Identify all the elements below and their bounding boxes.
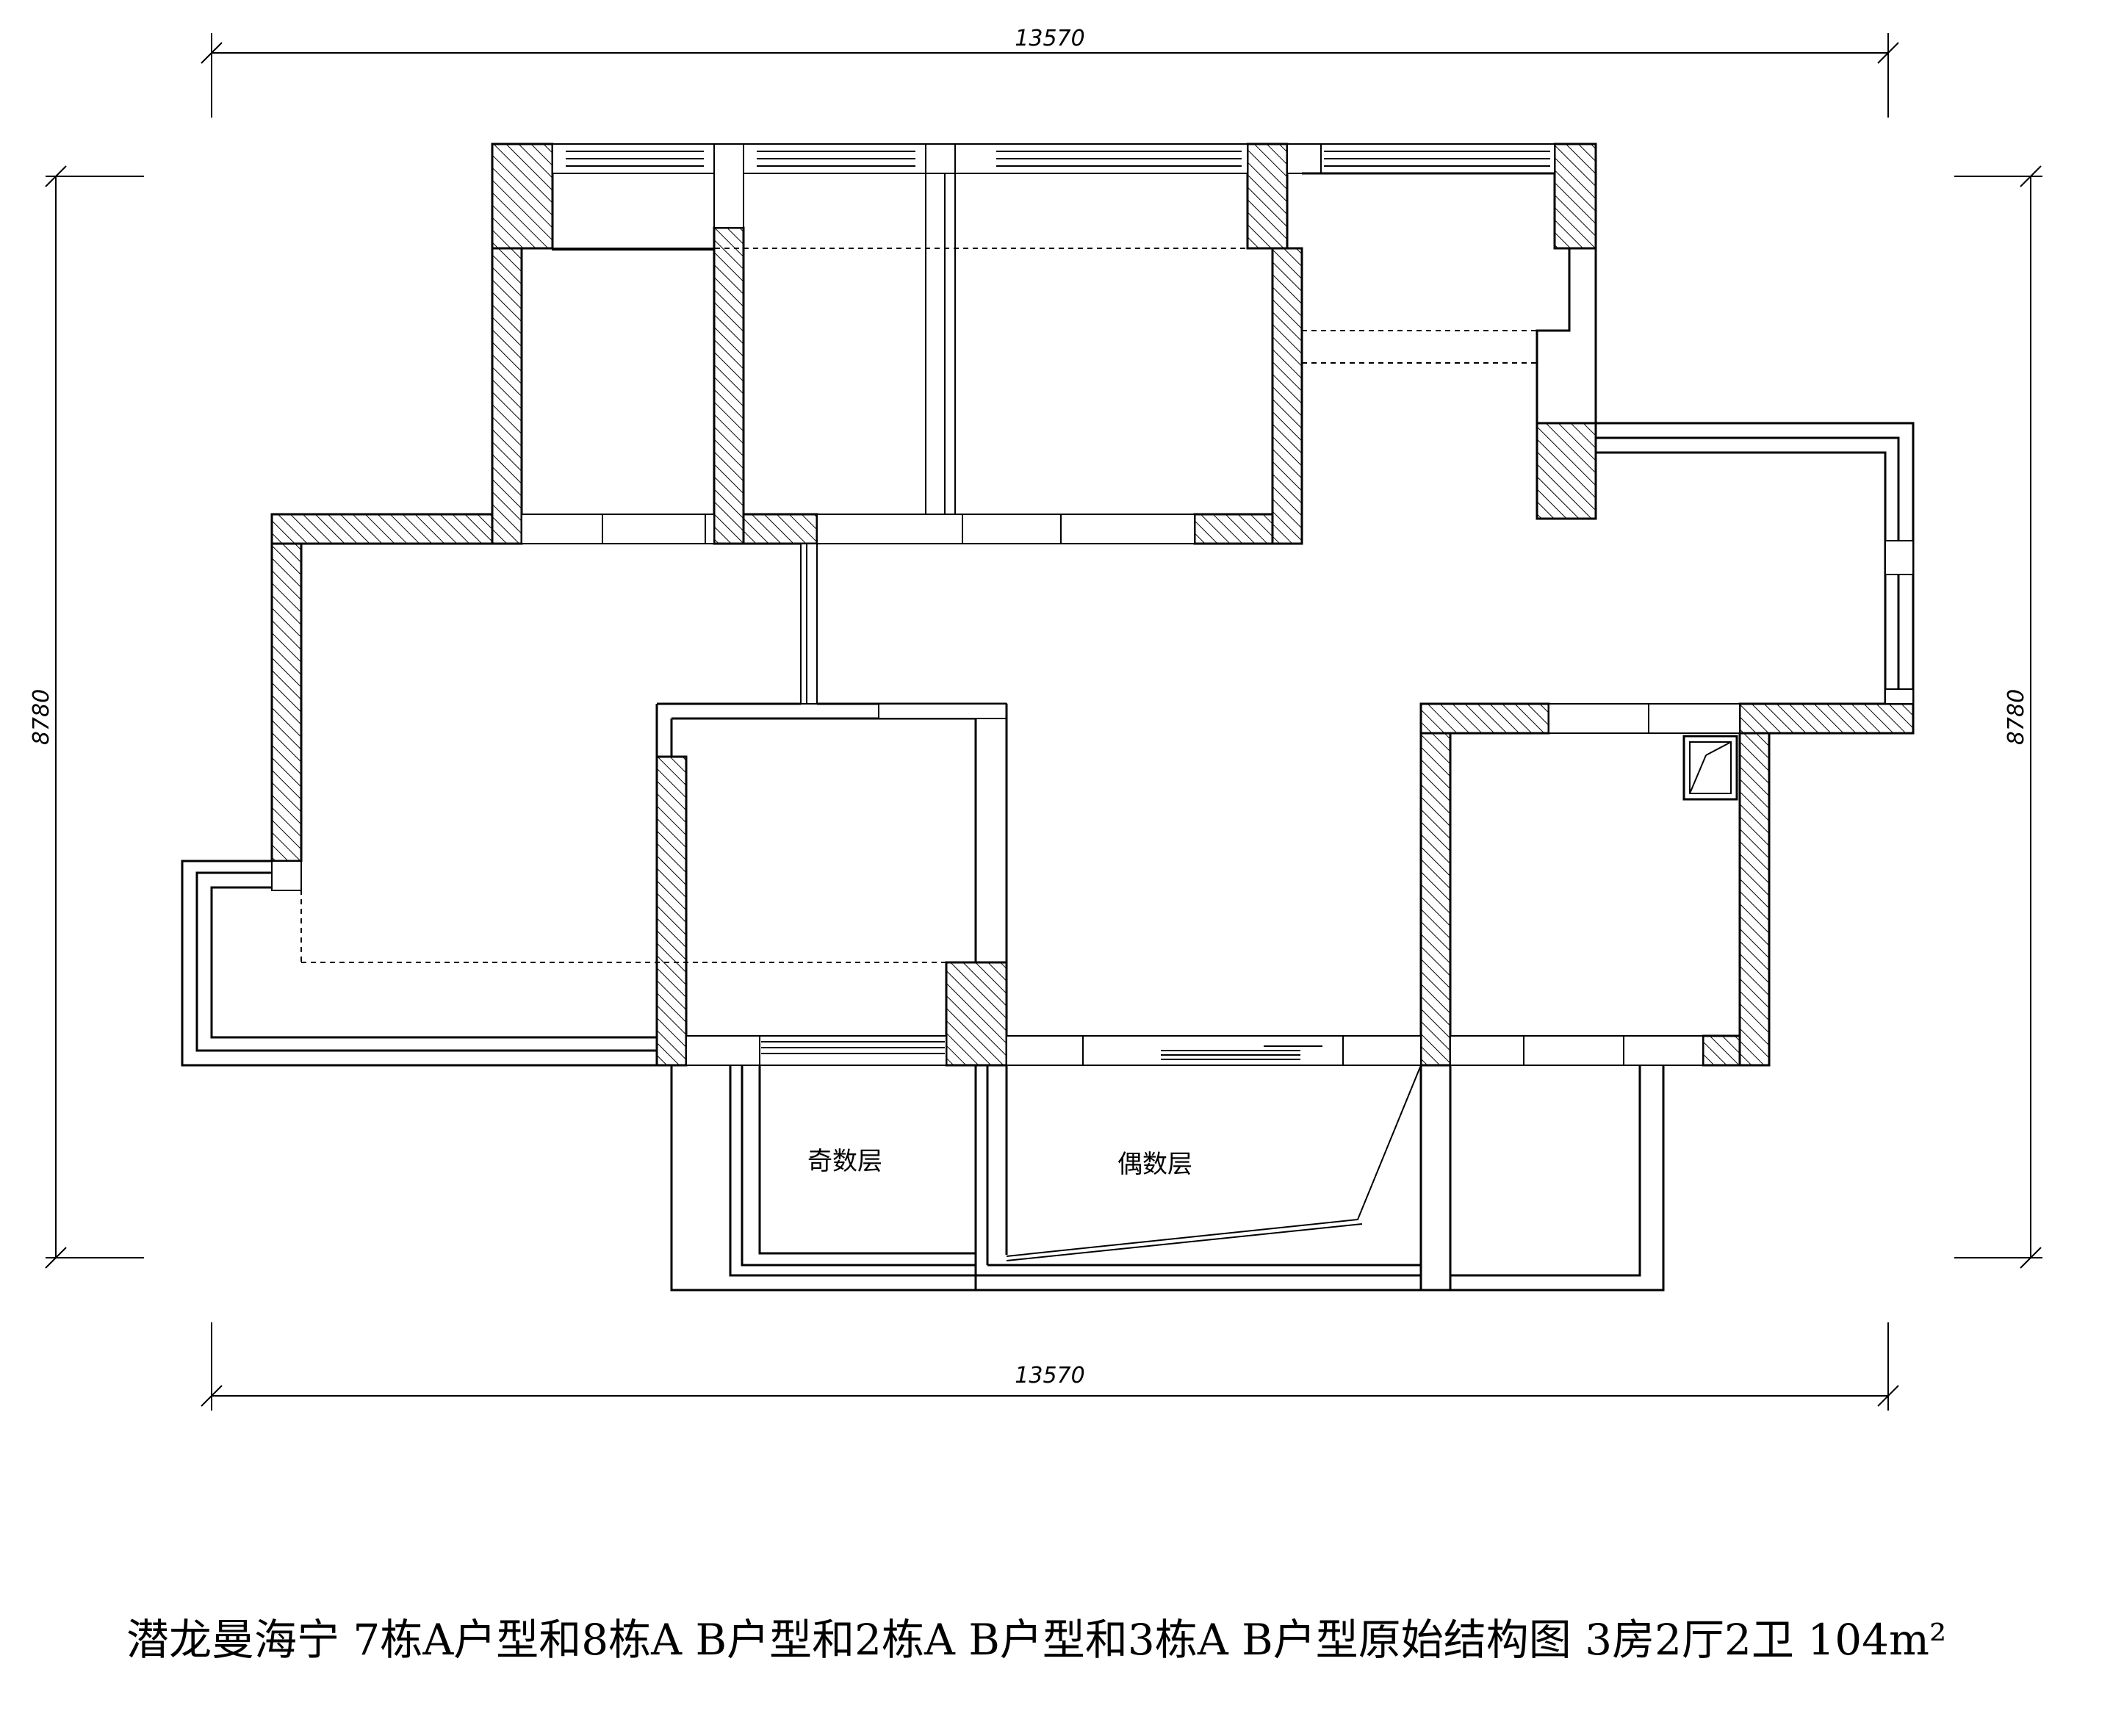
dimension-left: 8780	[29, 165, 144, 1269]
dimension-bottom: 13570	[201, 1322, 1899, 1411]
structural-walls	[270, 143, 1915, 1067]
dimension-top: 13570	[201, 26, 1899, 118]
dimension-right-label: 8780	[2004, 689, 2029, 745]
odd-floor-label: 奇数层	[807, 1147, 882, 1176]
dimension-left-label: 8780	[29, 689, 54, 745]
wall-outlines	[181, 143, 1915, 1292]
dimension-right: 8780	[1954, 165, 2042, 1269]
even-floor-label: 偶数层	[1117, 1150, 1192, 1179]
plan-title: 潜龙曼海宁 7栋A户型和8栋A B户型和2栋A B户型和3栋A B户型原始结构图…	[126, 1615, 1947, 1665]
dimension-bottom-label: 13570	[1015, 1363, 1084, 1389]
dimension-top-label: 13570	[1015, 26, 1084, 51]
